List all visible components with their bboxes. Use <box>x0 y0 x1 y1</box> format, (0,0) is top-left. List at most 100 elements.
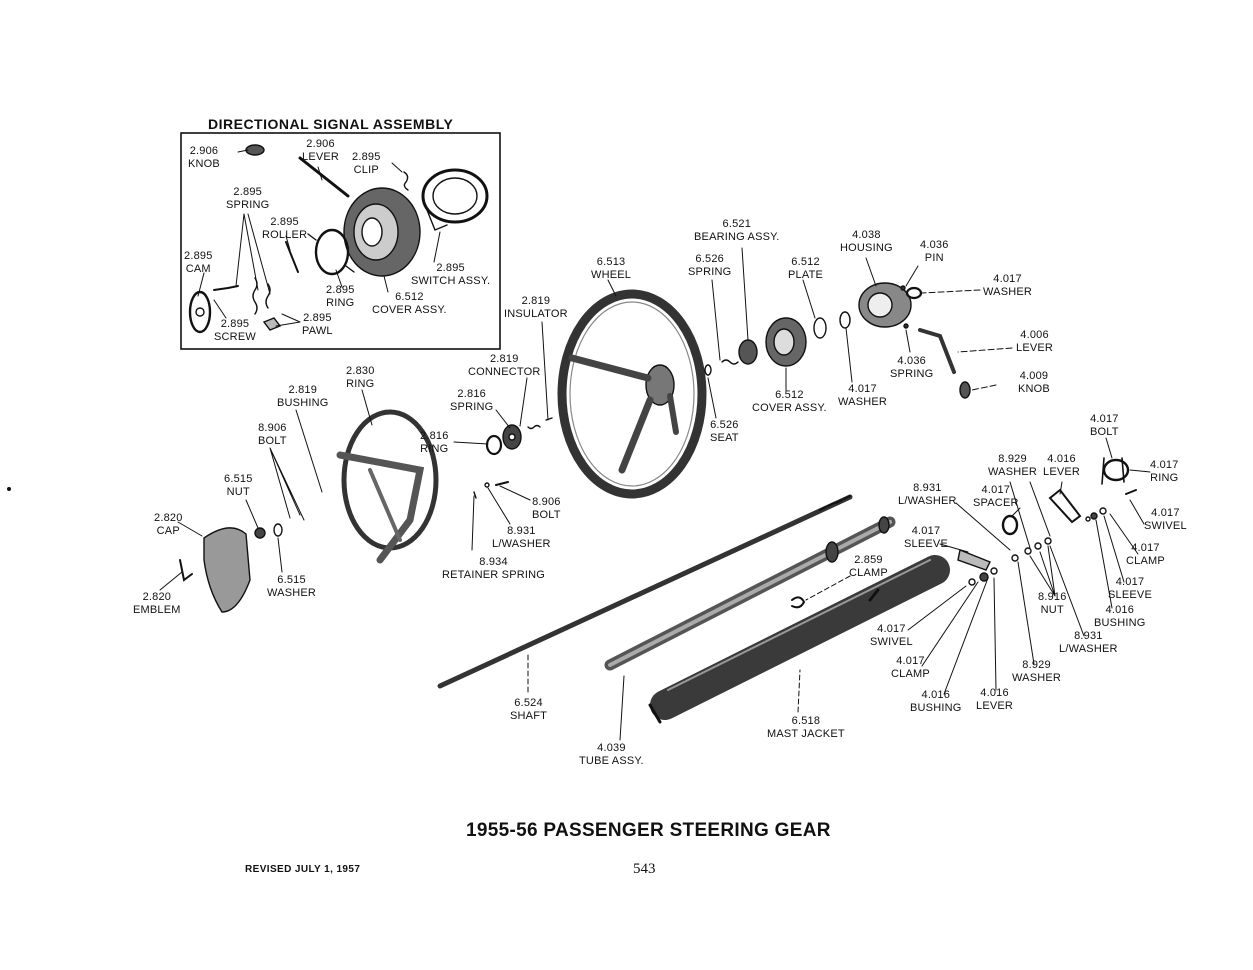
shaft-icon <box>437 494 853 689</box>
spring-2816-icon <box>527 424 541 430</box>
bolt-4017-icon <box>1101 457 1125 485</box>
inset-screw-icon <box>213 285 239 291</box>
lever-4016-icon <box>1048 488 1082 524</box>
inset-cover-icon <box>343 187 421 277</box>
small-parts-icon <box>968 537 1052 586</box>
inset-roller-icon <box>285 241 299 273</box>
inset-clip-icon <box>403 171 409 191</box>
washer-4017-top-icon <box>905 286 923 300</box>
page-number: 543 <box>633 861 656 877</box>
steering-wheel-icon <box>557 289 707 499</box>
spacer-4017-icon <box>1001 514 1019 536</box>
mast-jacket-icon <box>648 555 950 724</box>
page-title: 1955-56 PASSENGER STEERING GEAR <box>466 820 831 841</box>
swivel-4017-icon <box>1125 489 1137 495</box>
emblem-icon <box>179 559 193 582</box>
inset-frame <box>180 132 501 350</box>
clamp-2859-icon <box>791 596 806 609</box>
bearing-icon <box>738 339 758 365</box>
horn-ring-icon <box>336 409 439 564</box>
insulator-icon <box>545 417 553 421</box>
spring-4036-icon <box>903 323 909 329</box>
tube-icon <box>604 516 896 671</box>
margin-dot <box>7 487 11 491</box>
knob-4009-icon <box>959 381 971 399</box>
ring-2816-icon <box>485 434 503 456</box>
revision-note: REVISED JULY 1, 1957 <box>245 864 361 875</box>
nut-icon <box>254 527 266 539</box>
inset-pawl-icon <box>262 317 282 331</box>
washer-icon <box>273 523 283 537</box>
inset-cam-icon <box>188 290 212 334</box>
ring-4017-icon <box>1102 458 1130 482</box>
washer-4017-icon <box>839 311 851 329</box>
inset-switch-icon <box>421 168 489 231</box>
plate-6512-icon <box>813 317 827 339</box>
cap-icon <box>203 527 251 613</box>
pin-icon <box>900 285 906 291</box>
retainer-spring-icon <box>473 491 477 499</box>
spring-6526-icon <box>721 359 739 365</box>
sleeve-4017-icon <box>957 549 991 571</box>
seat-icon <box>704 364 712 376</box>
cover-6512-icon <box>765 317 807 367</box>
inset-lever-icon <box>298 156 350 198</box>
